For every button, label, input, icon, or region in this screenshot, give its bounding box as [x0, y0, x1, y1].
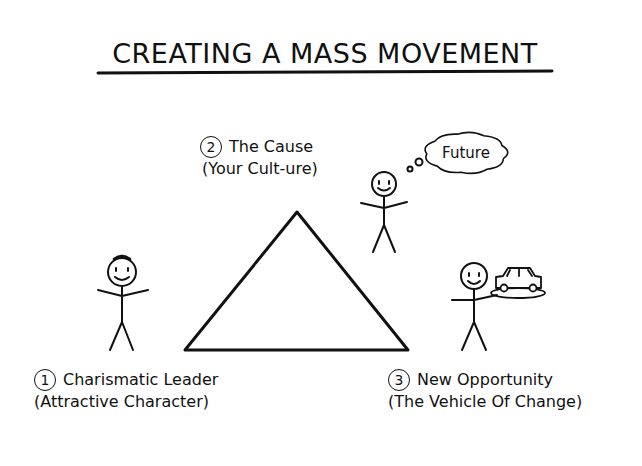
stick-figure	[361, 159, 423, 253]
stick-figure	[452, 263, 497, 350]
caption-text: (Your Cult-ure)	[202, 159, 318, 178]
callout-number: 1	[34, 369, 56, 391]
callout-number: 2	[200, 136, 222, 158]
car-symbol	[491, 268, 545, 298]
title-underline	[98, 71, 552, 73]
caption-text: The Cause	[229, 137, 313, 156]
triangle	[185, 212, 408, 350]
cloud-path	[425, 132, 508, 173]
caption-text: (The Vehicle Of Change)	[388, 392, 582, 411]
thought-bubble: Future	[426, 133, 506, 173]
stick-figure	[98, 256, 148, 350]
thought-text: Future	[442, 144, 490, 162]
caption-text: New Opportunity	[417, 370, 553, 389]
caption-text: (Attractive Character)	[34, 392, 209, 411]
title: CREATING A MASS MOVEMENT	[75, 38, 575, 70]
callout-number: 3	[388, 369, 410, 391]
caption-text: Charismatic Leader	[63, 370, 218, 389]
